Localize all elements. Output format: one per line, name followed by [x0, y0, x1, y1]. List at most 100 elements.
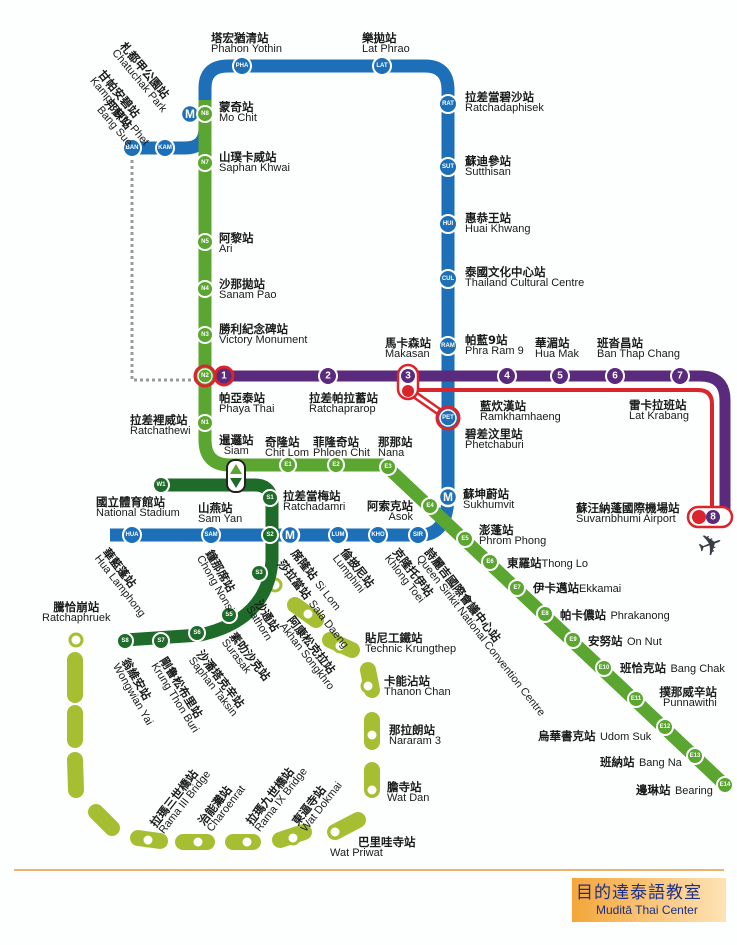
svg-text:S3: S3	[255, 570, 263, 576]
airport-link-line	[224, 370, 731, 515]
silom-stations: W1 S1 S2 S3 S5 S6 S7 S8	[116, 476, 279, 650]
svg-text:S1: S1	[266, 495, 274, 501]
svg-text:E9: E9	[569, 637, 577, 643]
svg-text:PET: PET	[442, 415, 454, 421]
station-label-bang-na: 班納站 Bang Na	[600, 755, 682, 769]
svg-text:M: M	[185, 107, 195, 121]
station-label-phrakanong: 帕卡儂站 Phrakanong	[560, 608, 670, 622]
svg-text:SIR: SIR	[413, 532, 424, 538]
svg-text:E6: E6	[486, 559, 494, 565]
svg-text:N2: N2	[201, 373, 209, 379]
svg-text:W1: W1	[157, 482, 167, 488]
svg-text:SAM: SAM	[204, 532, 217, 538]
station-label-ekkamai: 伊卡邁站Ekkamai	[533, 581, 622, 595]
svg-text:M: M	[285, 528, 295, 542]
svg-text:S2: S2	[266, 532, 274, 538]
svg-text:E10: E10	[599, 665, 610, 671]
svg-text:S7: S7	[157, 638, 165, 644]
airport-link-stations: 1 2 3 4 5 6 7 8	[213, 363, 734, 529]
svg-text:N1: N1	[201, 420, 209, 426]
svg-text:2: 2	[325, 371, 331, 382]
svg-text:N5: N5	[201, 239, 209, 245]
svg-text:8: 8	[710, 512, 716, 523]
station-label-bang-chak: 班恰克站 Bang Chak	[620, 661, 725, 675]
svg-text:E11: E11	[631, 696, 642, 702]
siam-interchange	[226, 459, 246, 493]
svg-text:KAM: KAM	[158, 145, 172, 151]
svg-text:N3: N3	[201, 332, 209, 338]
bts-silom-line	[124, 478, 279, 647]
svg-text:S8: S8	[121, 638, 129, 644]
mrt-stations: BAN KAM M PHA LAT RAT SUT HUI CUL RAM PE…	[122, 56, 461, 546]
svg-text:N8: N8	[201, 111, 209, 117]
logo-badge: 目的達泰語教室 Muditā Thai Center	[572, 878, 726, 922]
svg-text:HUI: HUI	[443, 221, 454, 227]
planned-stations	[68, 577, 380, 850]
svg-text:HUA: HUA	[126, 532, 140, 538]
station-label-udom-suk: 烏華書克站 Udom Suk	[538, 729, 652, 743]
svg-text:SUT: SUT	[442, 164, 454, 170]
station-label-thong-lo: 東羅站Thong Lo	[507, 556, 588, 570]
svg-text:4: 4	[504, 371, 510, 382]
station-label-bearing: 邊琳站 Bearing	[636, 783, 713, 797]
svg-text:E8: E8	[541, 611, 549, 617]
svg-text:S5: S5	[225, 612, 233, 618]
svg-text:6: 6	[612, 371, 618, 382]
footer-divider	[14, 869, 724, 871]
svg-text:E12: E12	[660, 724, 671, 730]
svg-text:RAM: RAM	[441, 343, 455, 349]
svg-text:S6: S6	[193, 630, 201, 636]
svg-text:1: 1	[221, 371, 227, 382]
svg-text:KHO: KHO	[371, 532, 385, 538]
svg-text:LAT: LAT	[376, 63, 388, 69]
svg-text:RAT: RAT	[442, 101, 454, 107]
svg-text:5: 5	[557, 371, 563, 382]
svg-text:7: 7	[677, 371, 683, 382]
svg-text:E13: E13	[690, 753, 701, 759]
svg-text:E1: E1	[284, 462, 292, 468]
svg-text:PHA: PHA	[236, 63, 249, 69]
svg-text:BAN: BAN	[126, 145, 139, 151]
svg-text:N4: N4	[201, 286, 209, 292]
svg-text:E2: E2	[332, 462, 340, 468]
svg-text:E3: E3	[384, 464, 392, 470]
svg-text:E5: E5	[461, 536, 469, 542]
svg-text:N7: N7	[201, 160, 209, 166]
